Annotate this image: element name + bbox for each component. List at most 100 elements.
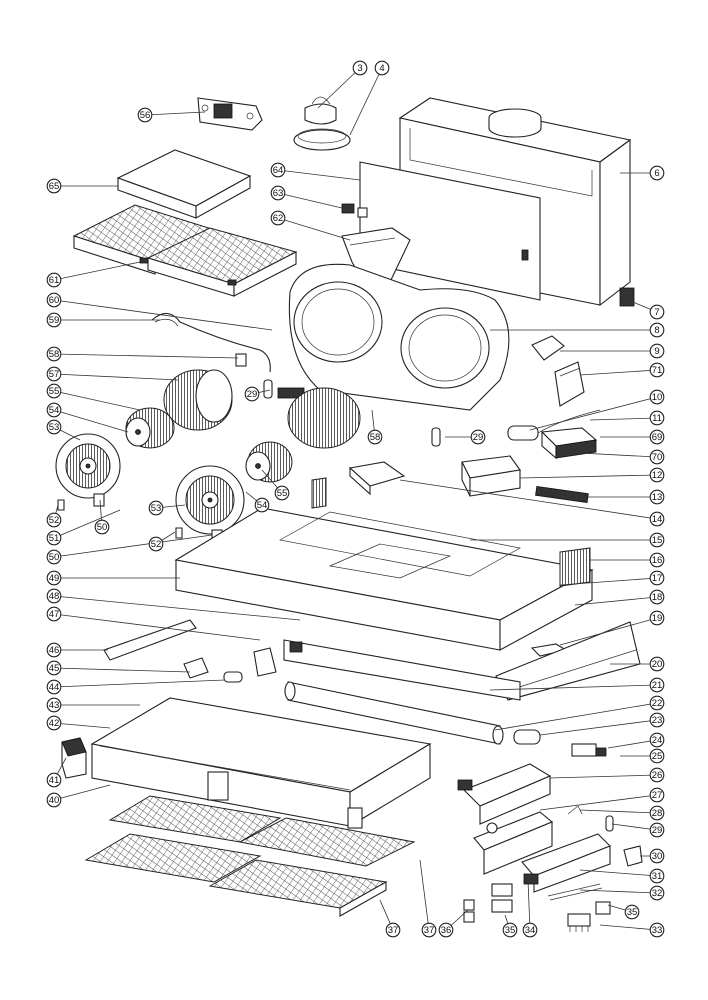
- callout-circle: [46, 346, 62, 362]
- callout-number: 46: [49, 645, 60, 656]
- leader-line-c50b: [53, 534, 213, 558]
- callout-number: 34: [525, 925, 536, 936]
- chassis-part-49: [174, 477, 594, 651]
- callout-circle: [367, 429, 383, 445]
- callout-c7: 7: [649, 304, 665, 320]
- callout-circle: [46, 679, 62, 695]
- callout-c28: 28: [649, 805, 665, 821]
- callout-c18: 18: [649, 589, 665, 605]
- callout-circle: [46, 660, 62, 676]
- callout-c12: 12: [649, 467, 665, 483]
- callout-c19: 19: [649, 610, 665, 626]
- callout-circle: [649, 732, 665, 748]
- callout-circle: [649, 805, 665, 821]
- callout-number: 9: [654, 346, 659, 357]
- callout-circle: [374, 60, 390, 76]
- callout-c56: 56: [137, 107, 153, 123]
- callout-circle: [94, 519, 110, 535]
- callout-c40: 40: [46, 792, 62, 808]
- callout-circle: [46, 292, 62, 308]
- callout-c58b: 58: [367, 429, 383, 445]
- callout-c45: 45: [46, 660, 62, 676]
- leader-line-c48: [53, 595, 301, 621]
- callout-number: 42: [49, 718, 60, 729]
- callout-c35b: 35: [502, 922, 518, 938]
- callout-circle: [649, 695, 665, 711]
- callout-c36: 36: [438, 922, 454, 938]
- callout-number: 37: [424, 925, 435, 936]
- callout-number: 4: [379, 63, 384, 74]
- callout-number: 62: [273, 213, 284, 224]
- leader-line-c54a: [53, 409, 129, 433]
- callout-c55b: 55: [274, 485, 290, 501]
- callout-c37a: 37: [385, 922, 401, 938]
- callout-c65: 65: [46, 178, 62, 194]
- leader-line-c47: [53, 613, 261, 641]
- callout-circle: [46, 570, 62, 586]
- callout-circle: [46, 588, 62, 604]
- callout-circle: [649, 656, 665, 672]
- leader-line-c71: [579, 369, 658, 376]
- callout-number: 29: [652, 825, 663, 836]
- callout-circle: [46, 272, 62, 288]
- callout-circle: [254, 497, 270, 513]
- leader-line-c14: [399, 479, 658, 520]
- leader-line-c42: [53, 722, 111, 729]
- callout-number: 64: [273, 165, 284, 176]
- bar-part-46: [103, 619, 197, 661]
- callout-number: 30: [652, 851, 663, 862]
- bushing-part-29: [263, 379, 614, 832]
- callout-number: 63: [273, 188, 284, 199]
- switch-part-35: [567, 901, 611, 932]
- callout-circle: [522, 922, 538, 938]
- callout-c50b: 50: [46, 549, 62, 565]
- callout-circle: [649, 429, 665, 445]
- callout-c4: 4: [374, 60, 390, 76]
- leader-line-c70: [559, 451, 658, 458]
- callout-circle: [470, 429, 486, 445]
- callout-c70: 70: [649, 449, 665, 465]
- callout-number: 3: [357, 63, 362, 74]
- callout-number: 51: [49, 533, 60, 544]
- leader-line-c27: [539, 794, 658, 811]
- callout-circle: [649, 922, 665, 938]
- panel-part-64: [341, 161, 541, 301]
- leader-line-c23: [539, 719, 658, 736]
- callout-number: 58: [370, 432, 381, 443]
- leader-line-c56: [144, 111, 206, 116]
- callout-number: 35: [505, 925, 516, 936]
- callout-circle: [649, 304, 665, 320]
- callout-c35a: 35: [624, 904, 640, 920]
- lamp-holder-part-26: [457, 763, 552, 825]
- leader-line-c26: [549, 774, 658, 779]
- leader-line-c61: [53, 261, 141, 281]
- leader-line-c28: [579, 809, 658, 814]
- leader-line-c40: [53, 784, 111, 801]
- callout-c32: 32: [649, 885, 665, 901]
- box-part-31: [521, 833, 611, 893]
- leader-line-c24: [607, 739, 658, 749]
- leader-line-c3: [317, 67, 361, 109]
- blower-wheel-part-57: [163, 369, 233, 431]
- callout-circle: [46, 549, 62, 565]
- callout-circle: [649, 362, 665, 378]
- callout-number: 61: [49, 275, 60, 286]
- callout-c11: 11: [649, 410, 665, 426]
- leader-line-c45: [53, 667, 191, 673]
- callout-circle: [46, 772, 62, 788]
- callout-circle: [46, 366, 62, 382]
- callout-circle: [649, 767, 665, 783]
- callout-number: 44: [49, 682, 60, 693]
- metal-filters-part-37: [84, 795, 416, 917]
- callout-circle: [46, 697, 62, 713]
- callout-c34: 34: [522, 922, 538, 938]
- callout-c42: 42: [46, 715, 62, 731]
- callout-c52a: 52: [46, 512, 62, 528]
- callout-c20: 20: [649, 656, 665, 672]
- callout-circle: [649, 322, 665, 338]
- callout-c55a: 55: [46, 383, 62, 399]
- callout-number: 10: [652, 392, 663, 403]
- callout-c59: 59: [46, 312, 62, 328]
- callout-number: 18: [652, 592, 663, 603]
- callout-circle: [46, 312, 62, 328]
